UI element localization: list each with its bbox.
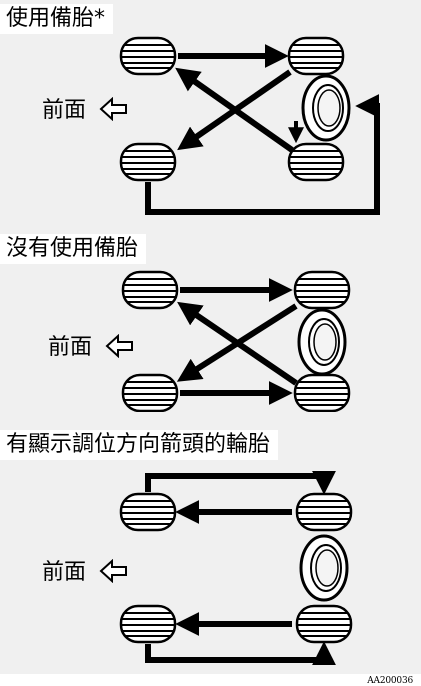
spare-tire-icon <box>301 74 351 142</box>
front-label: 前面 <box>42 98 87 123</box>
rotation-diagram-3 <box>119 470 353 666</box>
rotation-panel-without-spare: 沒有使用備胎 前面 <box>0 228 421 412</box>
section-title: 有顯示調位方向箭頭的輪胎 <box>0 430 279 460</box>
rotation-arrow <box>177 301 298 386</box>
tire-icon <box>121 373 179 412</box>
tire-icon <box>119 492 177 532</box>
tire-icon <box>293 270 351 310</box>
rotation-arrow <box>145 94 380 215</box>
rotation-diagram-2 <box>121 270 351 412</box>
front-arrow-icon <box>99 96 128 122</box>
rotation-arrow <box>145 470 336 495</box>
rotation-arrow <box>175 67 294 153</box>
rotation-arrow <box>177 69 292 151</box>
rotation-panel-directional: 有顯示調位方向箭頭的輪胎 前面 <box>0 412 421 674</box>
section-title: 沒有使用備胎 <box>0 234 147 264</box>
tire-icon <box>295 604 353 644</box>
tire-icon <box>295 492 353 532</box>
rotation-arrow <box>176 303 298 382</box>
front-label: 前面 <box>42 560 87 585</box>
tire-icon <box>287 142 345 182</box>
front-arrow-icon <box>105 333 134 359</box>
rotation-arrow <box>145 641 336 666</box>
spare-tire-icon <box>297 308 347 376</box>
rotation-diagram-1 <box>119 36 380 215</box>
rotation-panel-with-spare: 使用備胎* 前面 <box>0 0 421 228</box>
front-label-group: 前面 <box>48 329 135 361</box>
tire-icon <box>293 373 351 412</box>
tire-icon <box>119 604 177 644</box>
tire-icon <box>119 36 177 76</box>
front-label-group: 前面 <box>42 92 129 124</box>
section-title: 使用備胎* <box>0 4 114 34</box>
spare-tire-icon <box>299 534 349 602</box>
tire-icon <box>119 142 177 182</box>
tire-icon <box>121 270 179 310</box>
front-label-group: 前面 <box>42 554 129 586</box>
tire-icon <box>287 36 345 76</box>
figure-code: AA200036 <box>367 676 413 686</box>
front-label: 前面 <box>48 335 93 360</box>
front-arrow-icon <box>99 558 128 584</box>
